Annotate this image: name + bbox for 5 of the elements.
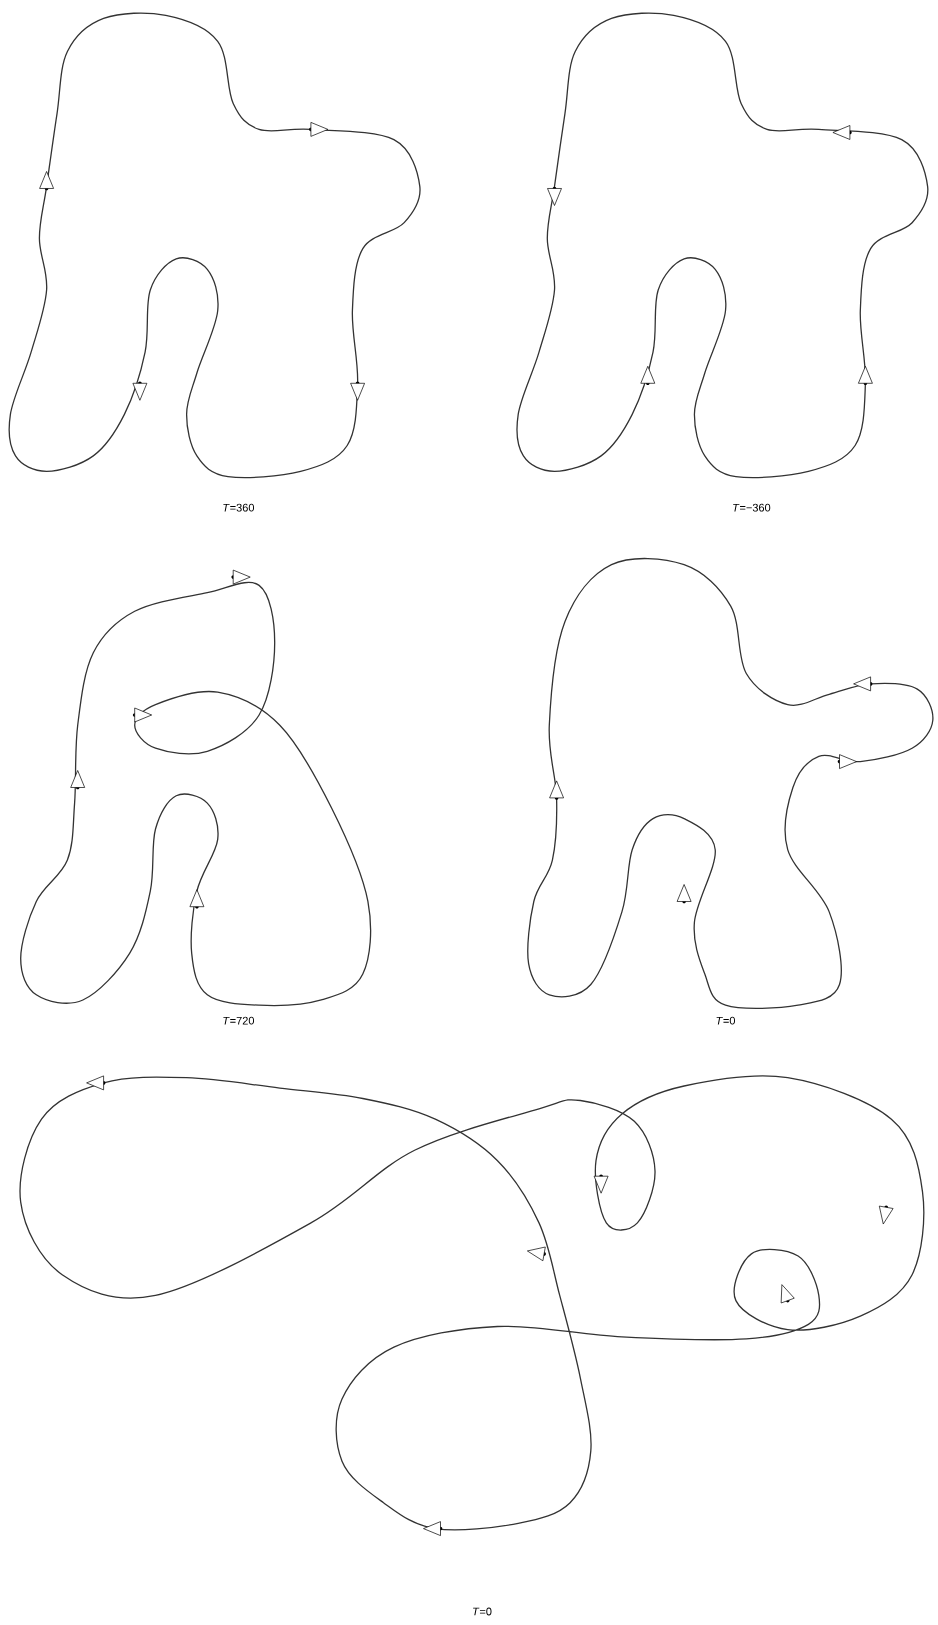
caption-label: T=−360 <box>733 503 771 512</box>
caption-label: T=360 <box>223 503 255 512</box>
caption-label: T=720 <box>223 1016 255 1025</box>
caption-label: T=0 <box>716 1016 735 1025</box>
caption-label: T=0 <box>473 1607 492 1616</box>
